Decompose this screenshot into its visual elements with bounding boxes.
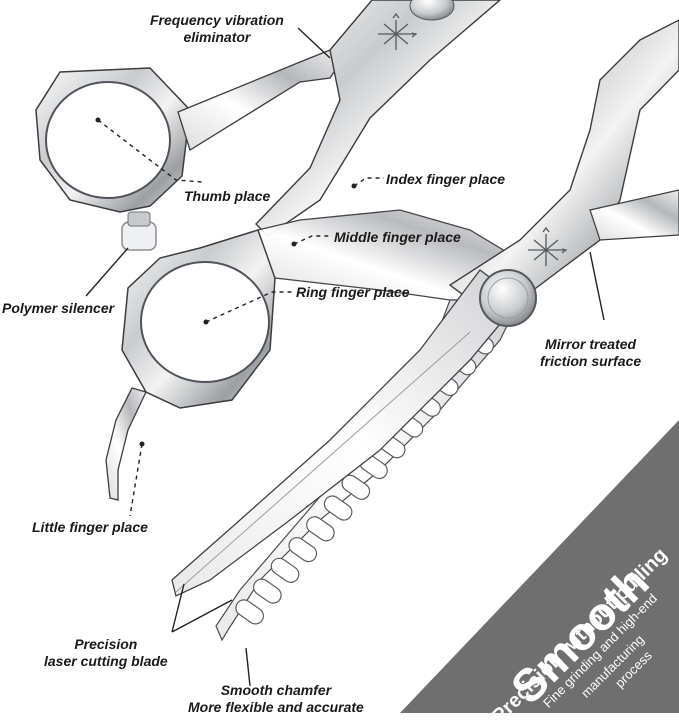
cutting-blade xyxy=(171,269,521,597)
blade-tooth xyxy=(288,536,318,563)
label-little-finger: Little finger place xyxy=(32,519,148,535)
label-frequency-vibration: Frequency vibration eliminator xyxy=(150,12,284,45)
ring-finger-ring xyxy=(105,229,276,501)
label-polymer-silencer: Polymer silencer xyxy=(2,300,115,316)
leader-lines xyxy=(85,27,605,687)
blade-tooth xyxy=(323,495,353,521)
brand-arrow-logo xyxy=(528,226,568,266)
right-handle xyxy=(448,19,679,301)
blade-tooth xyxy=(235,599,265,625)
label-smooth-chamfer: Smooth chamfer More flexible and accurat… xyxy=(188,682,364,715)
promo-banner xyxy=(400,420,679,713)
label-mirror-treated: Mirror treated friction surface xyxy=(540,336,642,369)
blade-tooth xyxy=(306,516,335,542)
label-ring-finger: Ring finger place xyxy=(296,284,410,300)
blade-tooth xyxy=(253,578,282,604)
brand-arrow-logo xyxy=(378,12,418,50)
label-precision-blade: Precision laser cutting blade xyxy=(44,636,168,669)
label-index-finger: Index finger place xyxy=(386,171,506,187)
blade-tooth xyxy=(270,557,300,583)
thumb-ring xyxy=(35,49,343,251)
upper-shank xyxy=(255,0,502,237)
label-thumb-place: Thumb place xyxy=(184,188,271,204)
scissors-illustration xyxy=(35,0,679,713)
label-middle-finger: Middle finger place xyxy=(334,229,461,245)
